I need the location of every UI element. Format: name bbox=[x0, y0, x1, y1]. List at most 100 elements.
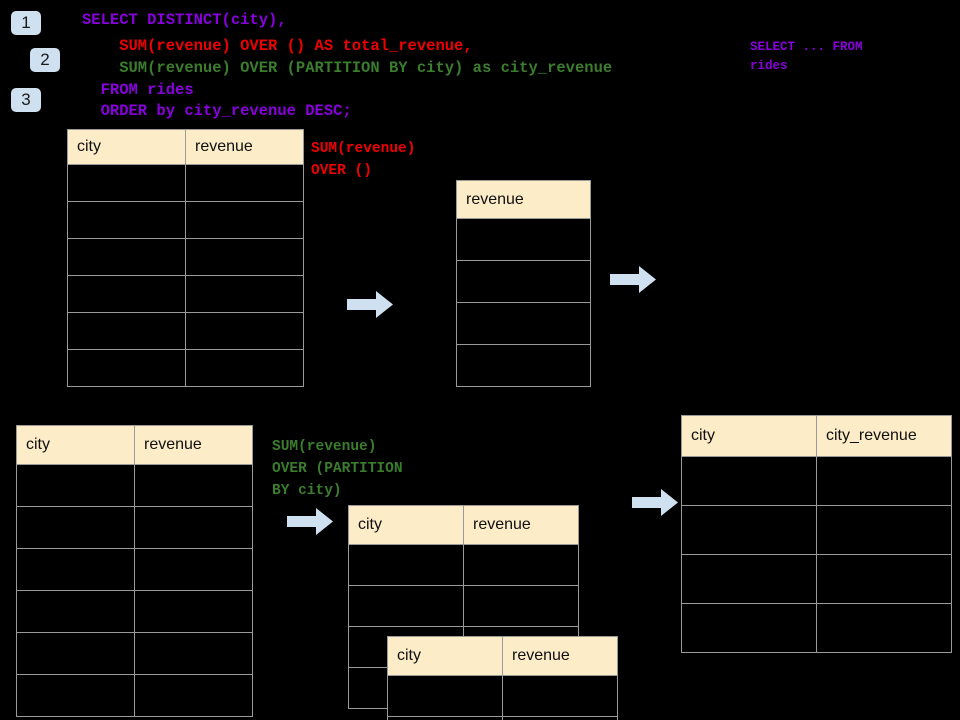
arrow-rides-to-total-revenue-icon bbox=[347, 291, 393, 318]
sql-line-select: SELECT DISTINCT(city), bbox=[82, 11, 287, 29]
table-row bbox=[348, 544, 579, 586]
table-cell bbox=[67, 164, 186, 202]
table-row bbox=[67, 238, 304, 276]
table-row bbox=[16, 464, 253, 507]
table-cell bbox=[348, 585, 464, 627]
column-header-city: city bbox=[67, 129, 186, 165]
table-row bbox=[16, 590, 253, 633]
table-row bbox=[16, 506, 253, 549]
sql-side-note: SELECT ... FROM rides bbox=[750, 40, 863, 73]
column-header-city: city bbox=[348, 505, 464, 545]
table-cell bbox=[134, 464, 253, 507]
table-cell bbox=[16, 632, 135, 675]
table-row bbox=[456, 260, 591, 303]
table-cell bbox=[134, 590, 253, 633]
table-cell bbox=[387, 675, 503, 717]
table-row bbox=[456, 302, 591, 345]
table-header-row: revenue bbox=[456, 180, 591, 219]
table-cell bbox=[185, 349, 304, 387]
table-header-row: city city_revenue bbox=[681, 415, 952, 457]
table-cell bbox=[681, 505, 817, 555]
annotation-total-revenue: SUM(revenue) OVER () bbox=[311, 141, 416, 179]
table-row bbox=[16, 548, 253, 591]
column-header-city: city bbox=[16, 425, 135, 465]
step-badge-2: 2 bbox=[30, 48, 60, 72]
table-row bbox=[681, 456, 952, 506]
table-cell bbox=[502, 716, 618, 720]
table-header-row: city revenue bbox=[387, 636, 618, 676]
table-row bbox=[387, 716, 618, 720]
table-row bbox=[67, 201, 304, 239]
table-header-row: city revenue bbox=[67, 129, 304, 165]
annotation-city-revenue: SUM(revenue) OVER (PARTITION BY city) bbox=[272, 439, 403, 499]
rides-source-table-lower: city revenue bbox=[16, 425, 253, 717]
table-row bbox=[681, 554, 952, 604]
column-header-revenue: revenue bbox=[185, 129, 304, 165]
table-cell bbox=[456, 302, 591, 345]
table-header-row: city revenue bbox=[16, 425, 253, 465]
table-cell bbox=[463, 544, 579, 586]
table-cell bbox=[816, 554, 952, 604]
result-table: city city_revenue bbox=[681, 415, 952, 653]
table-row bbox=[456, 218, 591, 261]
step-badge-1: 1 bbox=[11, 11, 41, 35]
sql-line-city-revenue: SUM(revenue) OVER (PARTITION BY city) as… bbox=[82, 59, 613, 77]
table-cell bbox=[134, 632, 253, 675]
table-header-row: city revenue bbox=[348, 505, 579, 545]
table-cell bbox=[134, 548, 253, 591]
table-row bbox=[16, 632, 253, 675]
arrow-total-revenue-to-result-icon bbox=[610, 266, 656, 293]
table-row bbox=[387, 675, 618, 717]
table-row bbox=[348, 585, 579, 627]
column-header-city: city bbox=[681, 415, 817, 457]
arrow-partition-to-result-icon bbox=[632, 489, 678, 516]
column-header-revenue: revenue bbox=[134, 425, 253, 465]
table-cell bbox=[681, 603, 817, 653]
table-cell bbox=[681, 456, 817, 506]
table-row bbox=[681, 603, 952, 653]
table-cell bbox=[185, 238, 304, 276]
column-header-revenue: revenue bbox=[502, 636, 618, 676]
table-cell bbox=[816, 456, 952, 506]
table-cell bbox=[681, 554, 817, 604]
table-cell bbox=[456, 260, 591, 303]
table-row bbox=[67, 312, 304, 350]
table-cell bbox=[387, 716, 503, 720]
table-cell bbox=[16, 464, 135, 507]
table-cell bbox=[185, 275, 304, 313]
table-cell bbox=[185, 164, 304, 202]
table-row bbox=[456, 344, 591, 387]
rides-source-table: city revenue bbox=[67, 129, 304, 387]
column-header-revenue: revenue bbox=[456, 180, 591, 219]
table-cell bbox=[16, 590, 135, 633]
table-cell bbox=[134, 506, 253, 549]
table-cell bbox=[67, 201, 186, 239]
column-header-city-revenue: city_revenue bbox=[816, 415, 952, 457]
total-revenue-table: revenue bbox=[456, 180, 591, 387]
table-cell bbox=[16, 548, 135, 591]
sql-line-from: FROM rides bbox=[82, 81, 194, 99]
table-cell bbox=[185, 201, 304, 239]
table-row bbox=[67, 275, 304, 313]
sql-line-total-revenue: SUM(revenue) OVER () AS total_revenue, bbox=[82, 37, 473, 55]
table-cell bbox=[456, 344, 591, 387]
table-row bbox=[16, 674, 253, 717]
table-cell bbox=[67, 312, 186, 350]
table-row bbox=[681, 505, 952, 555]
table-cell bbox=[67, 238, 186, 276]
column-header-revenue: revenue bbox=[463, 505, 579, 545]
table-row bbox=[67, 164, 304, 202]
table-cell bbox=[16, 674, 135, 717]
sql-line-order-by: ORDER by city_revenue DESC; bbox=[82, 102, 352, 120]
table-row bbox=[67, 349, 304, 387]
table-cell bbox=[816, 505, 952, 555]
table-cell bbox=[67, 349, 186, 387]
table-cell bbox=[502, 675, 618, 717]
table-cell bbox=[185, 312, 304, 350]
table-cell bbox=[16, 506, 135, 549]
step-badge-3: 3 bbox=[11, 88, 41, 112]
table-cell bbox=[348, 544, 464, 586]
table-cell bbox=[816, 603, 952, 653]
table-cell bbox=[67, 275, 186, 313]
